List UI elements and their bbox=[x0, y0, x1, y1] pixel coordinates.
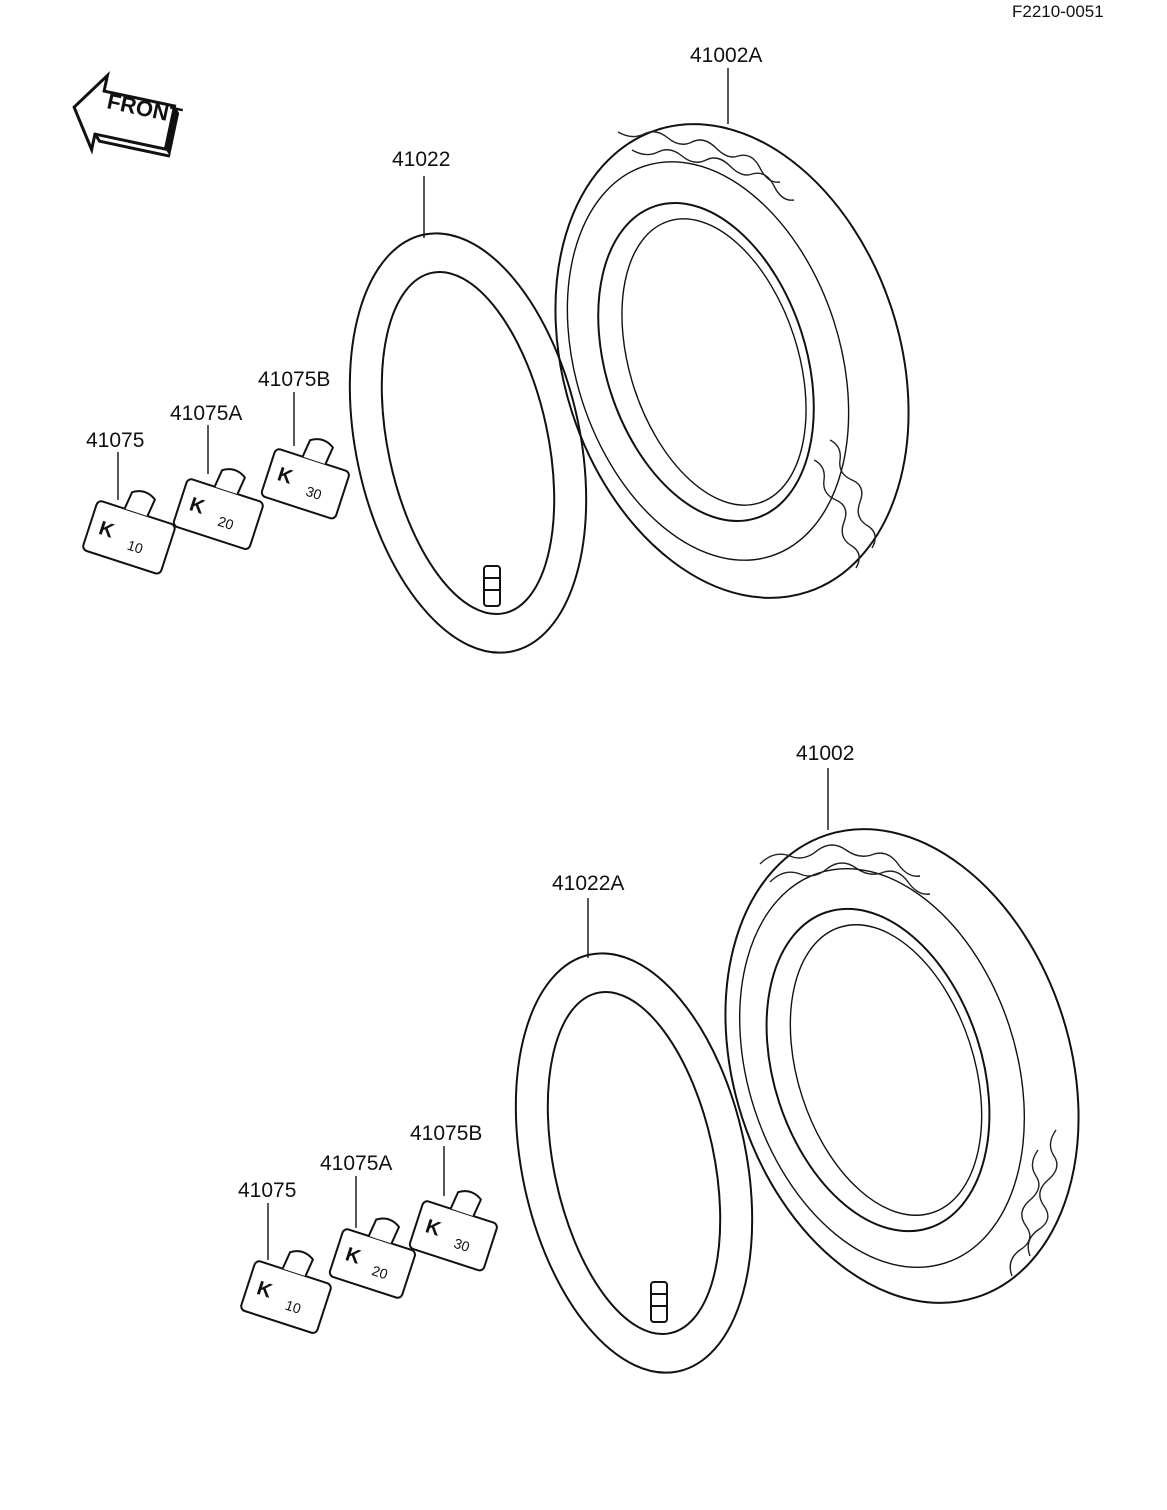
weight-41075A-lower: K 20 bbox=[328, 1217, 416, 1299]
tire-41002A bbox=[554, 123, 910, 599]
weight-value: 30 bbox=[452, 1235, 472, 1255]
tube-41022A bbox=[514, 952, 754, 1374]
valve-stem-icon bbox=[483, 565, 501, 607]
weight-41075B-lower: K 30 bbox=[408, 1190, 498, 1272]
label-41002: 41002 bbox=[796, 742, 854, 765]
weight-value: 10 bbox=[125, 537, 145, 557]
upper-assembly: 41002A 41022 K 10 41075 K 20 bbox=[82, 44, 910, 654]
tire-41002 bbox=[724, 828, 1080, 1304]
label-41075-lower: 41075 bbox=[238, 1179, 296, 1202]
diagram-code: F2210-0051 bbox=[1012, 2, 1104, 21]
valve-stem-icon bbox=[650, 1281, 668, 1323]
lower-assembly: 41002 41022A K 10 41075 K 20 bbox=[238, 742, 1080, 1374]
label-41002A: 41002A bbox=[690, 44, 762, 67]
weight-41075-upper: K 10 bbox=[82, 490, 176, 575]
label-41075-upper: 41075 bbox=[86, 429, 144, 452]
tube-41022 bbox=[348, 232, 588, 654]
label-41075A-lower: 41075A bbox=[320, 1152, 392, 1175]
label-41075B-lower: 41075B bbox=[410, 1122, 482, 1145]
label-41075B-upper: 41075B bbox=[258, 368, 330, 391]
weight-value: 30 bbox=[304, 483, 324, 503]
label-41022: 41022 bbox=[392, 148, 450, 171]
label-41022A: 41022A bbox=[552, 872, 624, 895]
weight-41075-lower: K 10 bbox=[240, 1250, 332, 1334]
weight-value: 10 bbox=[283, 1297, 303, 1317]
front-arrow-icon bbox=[72, 70, 180, 158]
weight-41075A-upper: K 20 bbox=[172, 468, 264, 550]
label-41075A-upper: 41075A bbox=[170, 402, 242, 425]
weight-41075B-upper: K 30 bbox=[260, 438, 350, 520]
weight-value: 20 bbox=[216, 513, 236, 533]
weight-value: 20 bbox=[370, 1262, 390, 1282]
